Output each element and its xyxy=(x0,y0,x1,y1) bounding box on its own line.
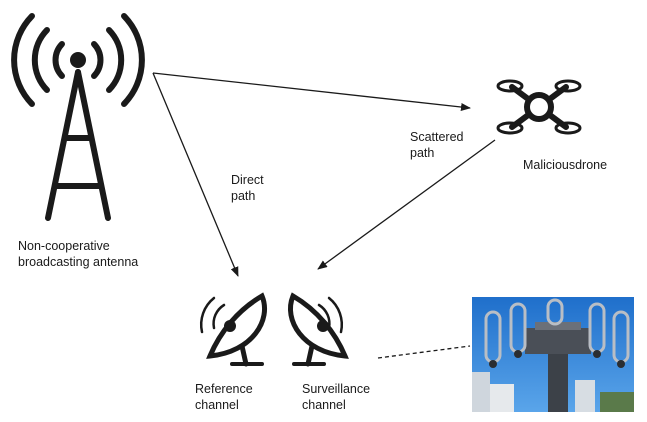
scattered-path-label: Scattered path xyxy=(410,129,464,161)
scattered-path-arrow xyxy=(317,139,496,270)
broadcast-tower-icon xyxy=(11,13,145,221)
scattered-path-label-line-1: Scattered xyxy=(410,130,464,144)
antenna-to-drone-arrow xyxy=(152,72,471,111)
surveillance-dish-icon xyxy=(287,292,349,367)
antenna-label-line-2: broadcasting antenna xyxy=(18,255,139,269)
surveillance-channel-label-line-1: Surveillance xyxy=(302,382,371,396)
antenna-array-photo xyxy=(472,297,634,412)
scattered-path-label-line-2: path xyxy=(410,146,435,160)
drone-label-line-1: Maliciousdrone xyxy=(523,158,608,172)
photo-connector-dashed xyxy=(377,345,471,359)
antenna-label: Non-cooperative broadcasting antenna xyxy=(18,238,138,270)
antenna-label-line-1: Non-cooperative xyxy=(18,239,110,253)
reference-channel-label-line-2: channel xyxy=(195,398,239,412)
surveillance-channel-label: Surveillance channel xyxy=(302,381,370,413)
quadcopter-drone-icon xyxy=(496,79,582,135)
reference-channel-label: Reference channel xyxy=(195,381,253,413)
surveillance-channel-label-line-2: channel xyxy=(302,398,346,412)
direct-path-label-line-2: path xyxy=(231,189,256,203)
direct-path-label-line-1: Direct xyxy=(231,173,264,187)
reference-channel-label-line-1: Reference xyxy=(195,382,253,396)
drone-label: Maliciousdrone xyxy=(523,157,607,173)
direct-path-label: Direct path xyxy=(231,172,264,204)
reference-dish-icon xyxy=(199,292,268,367)
direct-path-arrow xyxy=(152,72,239,277)
